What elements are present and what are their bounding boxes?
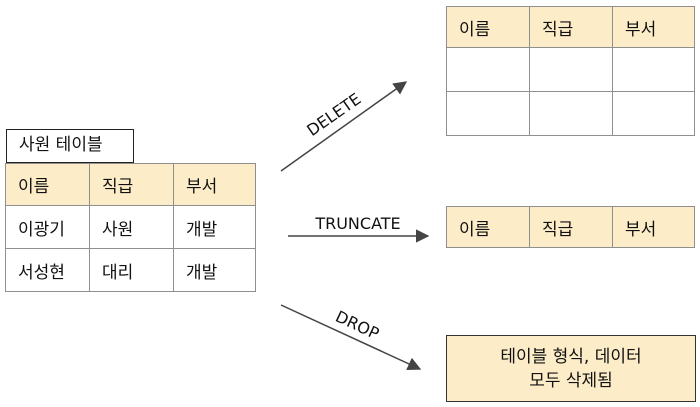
header-cell-dept: 부서 [173,163,256,206]
table-cell: 대리 [89,248,174,292]
header-cell-rank: 직급 [529,6,613,48]
drop-label: DROP [333,307,383,344]
header-cell-dept: 부서 [612,206,695,248]
drop-result-box: 테이블 형식, 데이터 모두 삭제됨 [446,335,696,402]
drop-result-line2: 모두 삭제됨 [529,370,613,391]
delete-label: DELETE [303,89,364,140]
header-cell-name: 이름 [446,206,530,248]
empty-cell [612,91,695,136]
delete-arrow [280,81,408,172]
table-cell: 이광기 [5,205,90,249]
table-cell: 개발 [173,248,256,292]
header-cell-name: 이름 [5,163,90,206]
table-row: 이광기 사원 개발 [5,205,256,249]
header-cell-dept: 부서 [612,6,695,48]
empty-table-row [446,91,695,136]
table-header-row: 이름 직급 부서 [446,206,695,248]
table-header-row: 이름 직급 부서 [446,6,695,48]
empty-cell [446,47,530,92]
delete-result-table: 이름 직급 부서 [446,6,695,136]
truncate-label: TRUNCATE [314,214,400,233]
table-header-row: 이름 직급 부서 [5,163,256,206]
table-row: 서성현 대리 개발 [5,248,256,292]
source-table: 이름 직급 부서 이광기 사원 개발 서성현 대리 개발 [5,163,256,292]
header-cell-rank: 직급 [529,206,613,248]
header-cell-rank: 직급 [89,163,174,206]
drop-arrow [280,304,422,371]
table-cell: 서성현 [5,248,90,292]
drop-result-line1: 테이블 형식, 데이터 [500,346,642,367]
truncate-result-table: 이름 직급 부서 [446,206,695,248]
empty-cell [612,47,695,92]
table-cell: 사원 [89,205,174,249]
header-cell-name: 이름 [446,6,530,48]
source-table-title: 사원 테이블 [6,129,134,163]
empty-cell [529,91,613,136]
empty-table-row [446,47,695,92]
empty-cell [529,47,613,92]
